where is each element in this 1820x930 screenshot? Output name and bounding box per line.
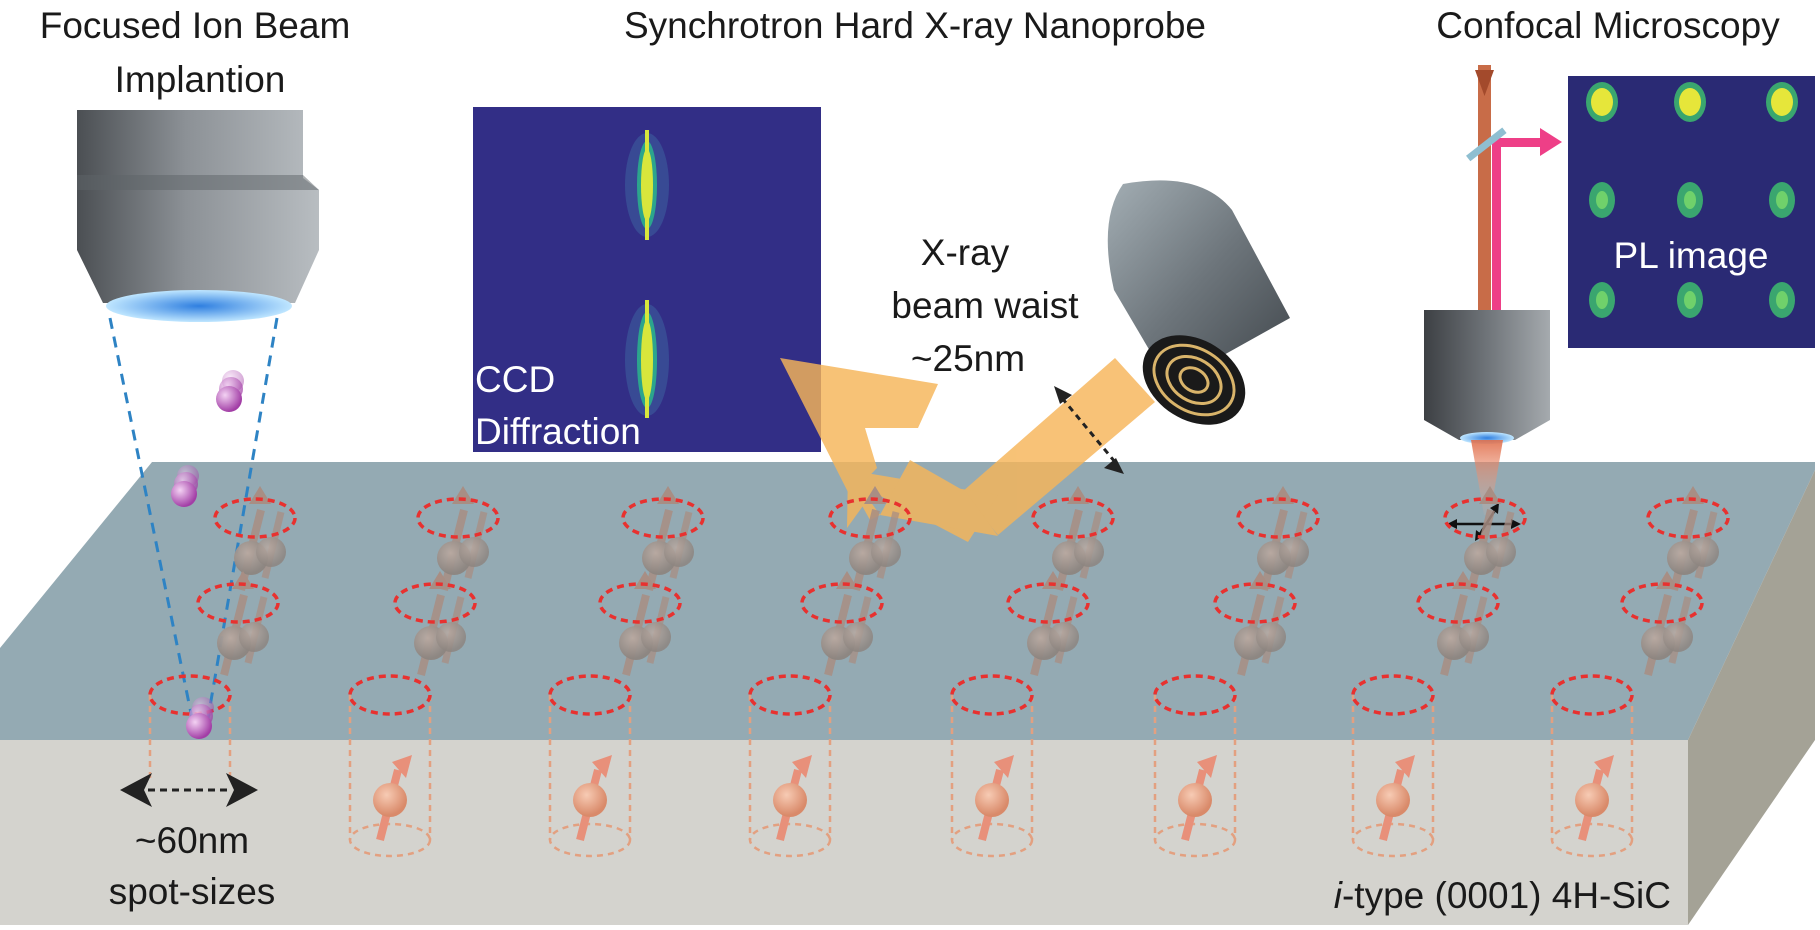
- spot-size-line2: spot-sizes: [109, 871, 276, 912]
- spot-site: [621, 486, 705, 591]
- spot-site: [196, 571, 280, 676]
- slab-top-face: [0, 462, 1815, 740]
- confocal-pl-beam: [1492, 140, 1501, 315]
- spot-site: [548, 674, 632, 858]
- spot-site: [1620, 571, 1704, 676]
- pl-image-label: PL image: [1614, 235, 1769, 276]
- spot-size-line1: ~60nm: [135, 820, 249, 861]
- spot-site: [800, 571, 884, 676]
- confocal-objective: [1424, 310, 1550, 440]
- fib-objective: [77, 110, 319, 322]
- implanted-ions: [171, 370, 244, 739]
- xray-label-line3: ~25nm: [911, 338, 1025, 379]
- pl-spot: [1589, 182, 1615, 218]
- spot-site: [598, 571, 682, 676]
- spot-site: [416, 486, 500, 591]
- fib-title-line1: Focused Ion Beam: [40, 5, 351, 46]
- pl-spot: [1769, 182, 1795, 218]
- spot-site: [1153, 674, 1237, 858]
- spot-site: [213, 486, 297, 591]
- substrate-label-rest: -type (0001) 4H-SiC: [1342, 875, 1671, 916]
- spot-site: [748, 674, 832, 858]
- substrate-label: i-type (0001) 4H-SiC: [1334, 875, 1671, 916]
- spot-site: [1646, 486, 1730, 591]
- confocal-title: Confocal Microscopy: [1436, 5, 1780, 46]
- pl-spot: [1677, 182, 1703, 218]
- spot-array: [148, 486, 1730, 858]
- spot-site: [1550, 674, 1634, 858]
- pl-spot: [1769, 282, 1795, 318]
- xray-label-line1: X-ray: [921, 232, 1010, 273]
- spot-site: [393, 571, 477, 676]
- spot-site: [1213, 571, 1297, 676]
- spot-site: [1443, 486, 1527, 591]
- sic-substrate-slab: [0, 462, 1815, 925]
- confocal-microscope: [1424, 65, 1562, 541]
- pl-spot: [1589, 282, 1615, 318]
- spot-site: [148, 674, 232, 780]
- xray-nanoprobe-cone: [1107, 180, 1290, 425]
- labels: Focused Ion Beam Implantion Synchrotron …: [40, 5, 1780, 916]
- substrate-label-prefix: i: [1334, 875, 1344, 916]
- ion-particle: [216, 370, 244, 412]
- spot-site: [1236, 486, 1320, 591]
- spot-site: [1031, 486, 1115, 591]
- synchrotron-title: Synchrotron Hard X-ray Nanoprobe: [624, 5, 1206, 46]
- xray-beam: [780, 358, 1155, 542]
- fib-beam-cone: [108, 317, 279, 719]
- confocal-focus-beam: [1471, 440, 1503, 515]
- pl-image: [1568, 76, 1815, 348]
- pl-spot: [1674, 82, 1706, 122]
- pl-spot: [1586, 82, 1618, 122]
- ccd-label-line1: CCD: [475, 359, 555, 400]
- ccd-diffraction-image: [473, 107, 821, 452]
- spot-site: [1351, 674, 1435, 858]
- fib-title-line2: Implantion: [115, 59, 286, 100]
- ion-particle: [171, 465, 199, 507]
- xray-label-line2: beam waist: [891, 285, 1079, 326]
- spot-site: [348, 674, 432, 858]
- ccd-label-line2: Diffraction: [475, 411, 641, 452]
- spot-site: [950, 674, 1034, 858]
- spot-site: [1416, 571, 1500, 676]
- confocal-pump-beam: [1478, 65, 1491, 315]
- xray-incident-beam: [962, 358, 1155, 535]
- slab-side-face: [1688, 470, 1815, 925]
- pl-spot: [1677, 282, 1703, 318]
- dichroic-mirror: [1466, 127, 1507, 162]
- spot-site: [828, 486, 912, 591]
- fib-lens: [106, 290, 292, 322]
- beam-waist-arrow: [1054, 386, 1124, 474]
- spot-size-arrow: [120, 773, 258, 807]
- spot-site: [1006, 571, 1090, 676]
- pl-spot: [1766, 82, 1798, 122]
- ion-particle: [186, 697, 214, 739]
